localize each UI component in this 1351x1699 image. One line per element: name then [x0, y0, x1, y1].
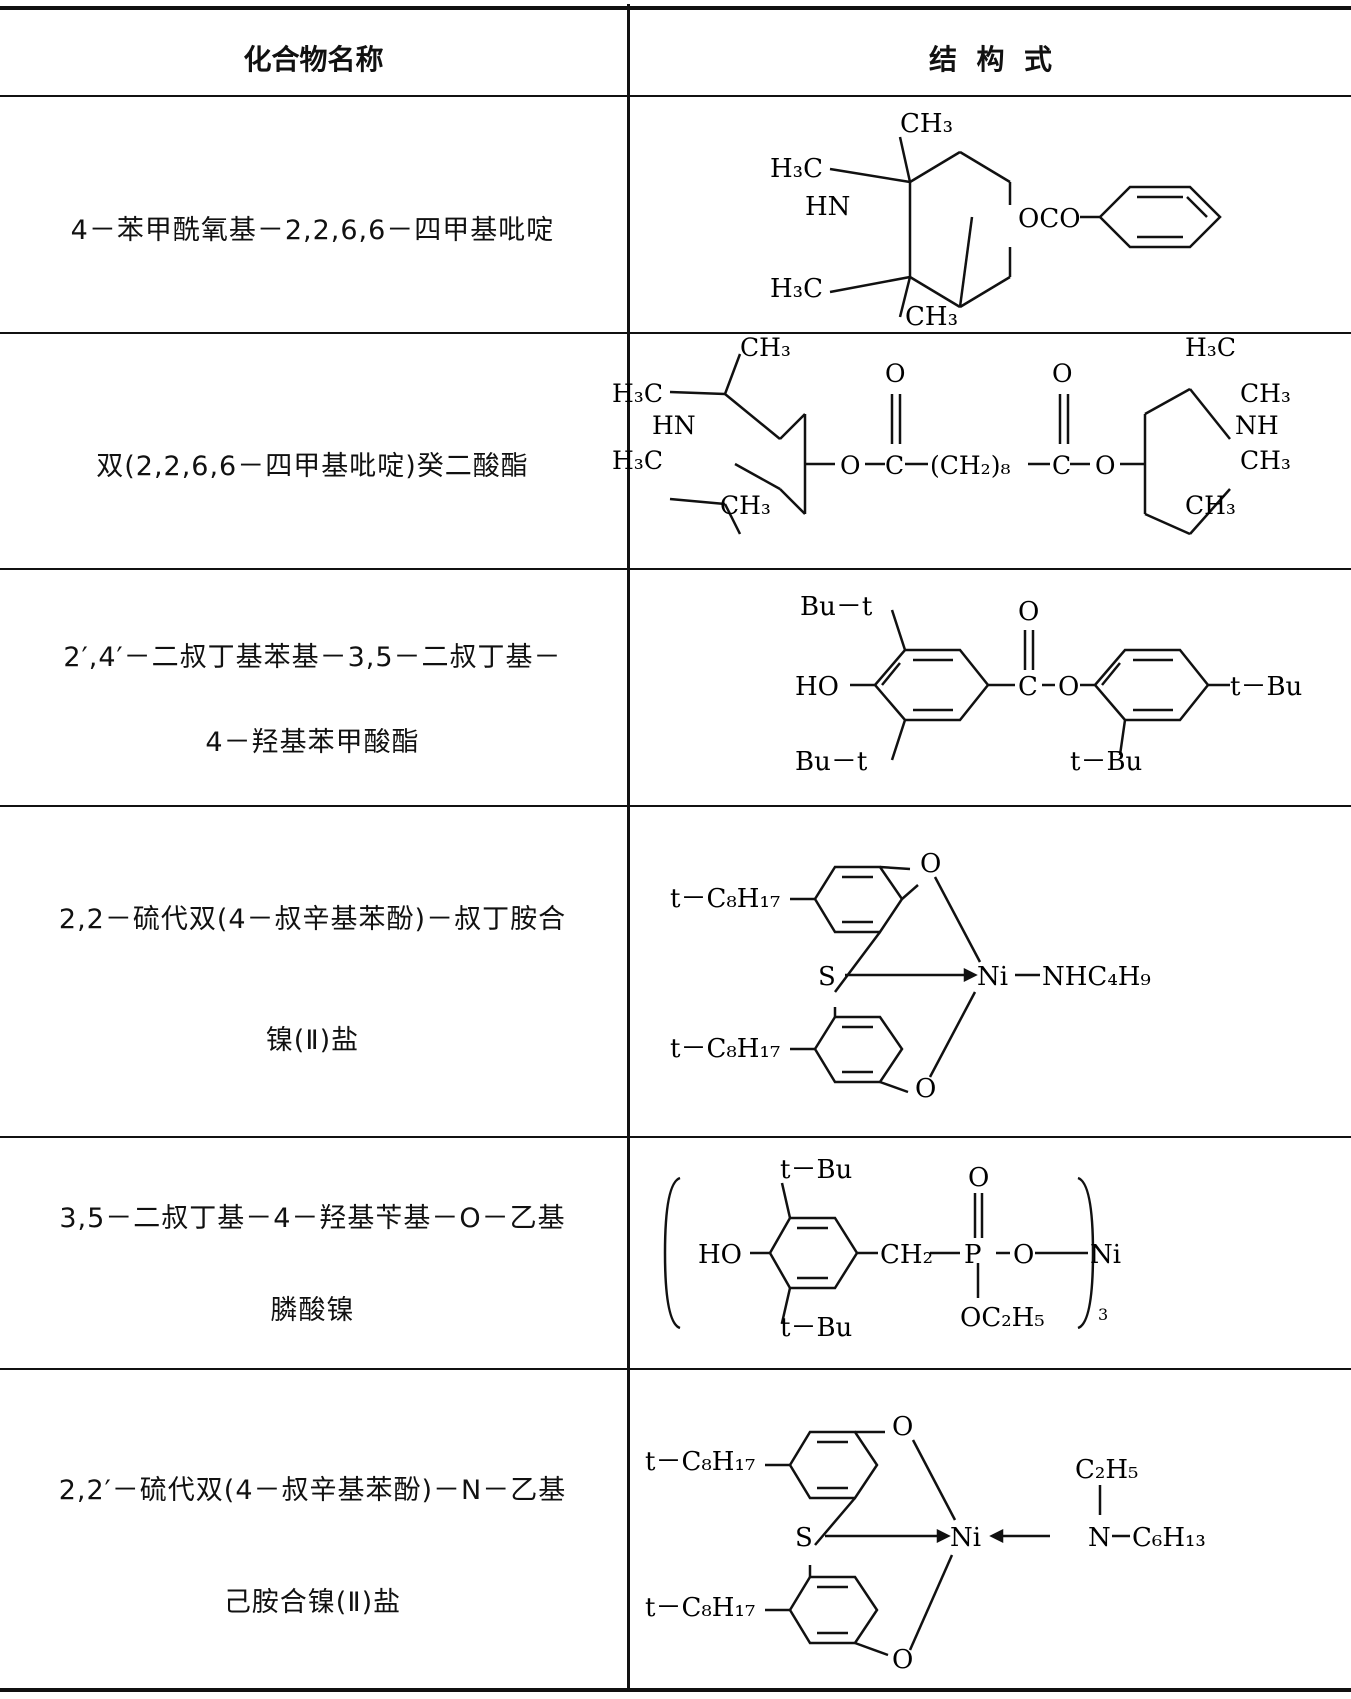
carbonyl-oxygen-label: O [885, 359, 906, 388]
structure-5: t－Bu HO CH₂ O P O Ni OC₂H₅ t－Bu 3 [663, 1155, 1121, 1343]
ch3-label: CH₃ [1240, 379, 1291, 408]
sulfur-label: S [818, 962, 836, 992]
nickel-label: Ni [950, 1523, 981, 1553]
phosphoryl-oxygen-label: O [968, 1163, 989, 1193]
ethoxy-label: OC₂H₅ [960, 1303, 1045, 1333]
tert-butyl-label: Bu－t [800, 592, 873, 622]
h3c-label: H₃C [770, 274, 823, 304]
tert-octyl-label: t－C₈H₁₇ [645, 1593, 755, 1623]
oco-label: OCO [1018, 204, 1081, 234]
compound-name: 双(2,2,6,6－四甲基吡啶)癸二酸酯 [96, 451, 529, 482]
oxygen-label: O [840, 451, 861, 480]
structure-1: CH₃ H₃C HN H₃C CH₃ OCO [770, 109, 1222, 332]
table-bottom-border [0, 1688, 1351, 1692]
ch3-label: CH₃ [1185, 491, 1236, 520]
row-divider [0, 568, 1351, 570]
row-divider [0, 1368, 1351, 1370]
h3c-label: H₃C [1185, 333, 1236, 362]
table-top-border [0, 6, 1351, 10]
amine-label: NHC₄H₉ [1042, 962, 1151, 992]
tert-octyl-label: t－C₈H₁₇ [645, 1447, 755, 1477]
ch3-label: CH₃ [1240, 446, 1291, 475]
nitrogen-label: N [1088, 1523, 1111, 1553]
tert-butyl-label: t－Bu [1070, 747, 1142, 777]
h3c-label: H₃C [612, 379, 663, 408]
hexyl-label: C₆H₁₃ [1132, 1523, 1206, 1553]
compound-name: 4－苯甲酰氧基－2,2,6,6－四甲基吡啶 [70, 215, 555, 246]
oxygen-label: O [1095, 451, 1116, 480]
ch3-label: CH₃ [905, 302, 958, 332]
compound-name-cont: 膦酸镍 [270, 1295, 355, 1326]
tert-octyl-label: t－C₈H₁₇ [670, 1034, 780, 1064]
tert-butyl-label: t－Bu [780, 1155, 852, 1185]
compound-name-cont: 4－羟基苯甲酸酯 [205, 727, 420, 758]
row-divider [0, 95, 1351, 97]
tert-butyl-label: t－Bu [1230, 672, 1302, 702]
tert-butyl-label: Bu－t [795, 747, 868, 777]
oxygen-label: O [920, 849, 941, 879]
compound-name: 3,5－二叔丁基－4－羟基苄基－O－乙基 [59, 1203, 566, 1234]
nickel-label: Ni [977, 962, 1008, 992]
carbonyl-oxygen-label: O [1018, 597, 1039, 627]
carbon-label: C [1052, 451, 1071, 480]
h3c-label: H₃C [770, 154, 823, 184]
row-divider [0, 1136, 1351, 1138]
oxygen-label: O [892, 1645, 913, 1675]
carbon-label: C [1018, 672, 1038, 702]
compound-name: 2′,4′－二叔丁基苯基－3,5－二叔丁基－ [63, 642, 562, 673]
phosphorus-label: P [964, 1240, 982, 1270]
structure-2: CH₃ H₃C HN H₃C CH₃ O O C (CH₂)₈ O C O H₃… [612, 333, 1291, 536]
oxygen-label: O [915, 1074, 936, 1104]
sulfur-label: S [795, 1523, 813, 1553]
nh-label: NH [1235, 411, 1279, 440]
oxygen-label: O [1058, 672, 1079, 702]
hn-label: HN [805, 192, 850, 222]
row-divider [0, 805, 1351, 807]
ch2-label: CH₂ [880, 1240, 933, 1270]
stoichiometry-subscript: 3 [1098, 1305, 1108, 1324]
ch3-label: CH₃ [720, 491, 771, 520]
oxygen-label: O [892, 1412, 913, 1442]
column-divider [627, 4, 630, 1688]
row-divider [0, 332, 1351, 334]
compound-name-cont: 己胺合镍(Ⅱ)盐 [223, 1587, 402, 1618]
tert-octyl-label: t－C₈H₁₇ [670, 884, 780, 914]
compound-name: 2,2′－硫代双(4－叔辛基苯酚)－N－乙基 [58, 1475, 567, 1506]
ch3-label: CH₃ [900, 109, 953, 139]
structure-4: t－C₈H₁₇ O S Ni NHC₄H₉ t－C₈H₁₇ O [670, 849, 1151, 1104]
hydroxyl-label: HO [795, 672, 839, 702]
carbon-label: C [885, 451, 904, 480]
header-structure: 结 构 式 [929, 43, 1052, 76]
structure-3: Bu－t HO Bu－t O C O t－Bu t－Bu [795, 592, 1302, 777]
h3c-label: H₃C [612, 446, 663, 475]
tert-butyl-label: t－Bu [780, 1313, 852, 1343]
ch3-label: CH₃ [740, 333, 791, 362]
hn-label: HN [652, 411, 696, 440]
hydroxyl-label: HO [698, 1240, 742, 1270]
ethyl-label: C₂H₅ [1075, 1455, 1138, 1485]
compound-name: 2,2－硫代双(4－叔辛基苯酚)－叔丁胺合 [58, 904, 567, 935]
structure-6: t－C₈H₁₇ O S Ni C₂H₅ N C₆H₁₃ t－C₈H₁₇ O [645, 1412, 1206, 1675]
header-compound-name: 化合物名称 [243, 43, 384, 76]
compound-name-cont: 镍(Ⅱ)盐 [265, 1025, 360, 1056]
carbonyl-oxygen-label: O [1052, 359, 1073, 388]
chain-label: (CH₂)₈ [930, 451, 1010, 480]
oxygen-label: O [1013, 1240, 1034, 1270]
nickel-label: Ni [1090, 1240, 1121, 1270]
